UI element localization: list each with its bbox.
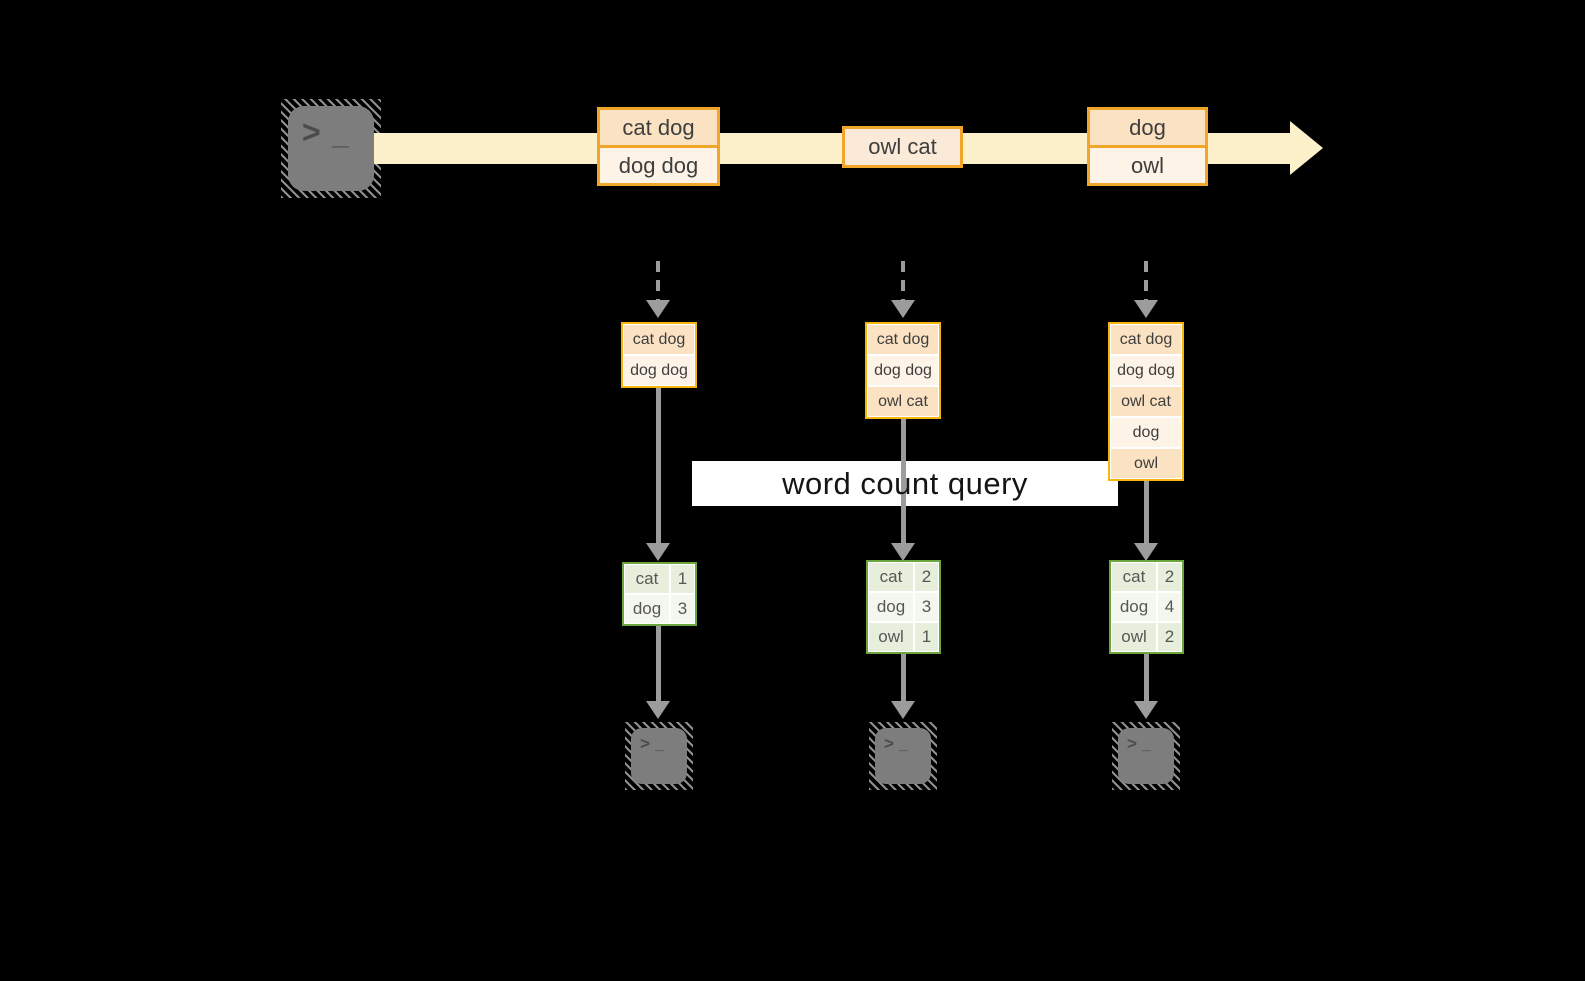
event-cell: dog dog	[600, 148, 717, 183]
terminal-icon: > _	[625, 722, 693, 790]
dashed-arrow	[656, 261, 660, 302]
event-cell: owl cat	[845, 129, 960, 165]
count-cell: 2	[1158, 563, 1181, 591]
buffer-cell: cat dog	[868, 325, 938, 354]
word-cell: cat	[869, 563, 913, 591]
buffer-cell: owl	[1111, 449, 1181, 478]
prompt-chevron-icon: >	[302, 114, 321, 150]
prompt-cursor-icon: _	[655, 736, 664, 753]
prompt-chevron-icon: >	[884, 734, 894, 753]
arrowhead-icon	[646, 543, 670, 561]
stream-event-3: dog owl	[1087, 107, 1208, 186]
count-cell: 4	[1158, 593, 1181, 621]
arrowhead-icon	[891, 300, 915, 318]
arrowhead-icon	[646, 701, 670, 719]
buffer-cell: cat dog	[1111, 325, 1181, 354]
arrow	[1144, 654, 1149, 702]
arrow	[656, 626, 661, 702]
terminal-icon: > _	[1112, 722, 1180, 790]
count-table-1: cat 1 dog 3	[622, 562, 697, 626]
buffer-cell: dog dog	[624, 356, 694, 385]
arrowhead-icon	[891, 701, 915, 719]
arrowhead-icon	[1134, 701, 1158, 719]
arrowhead-icon	[891, 543, 915, 561]
terminal-screen: > _	[875, 728, 931, 784]
prompt-cursor-icon: _	[899, 736, 908, 753]
arrowhead-icon	[646, 300, 670, 318]
arrow	[1144, 481, 1149, 544]
word-cell: cat	[1112, 563, 1156, 591]
buffer-cell: owl cat	[868, 387, 938, 416]
word-cell: dog	[1112, 593, 1156, 621]
event-cell: cat dog	[600, 110, 717, 145]
dashed-arrow	[901, 261, 905, 302]
terminal-screen: > _	[631, 728, 687, 784]
prompt-chevron-icon: >	[640, 734, 650, 753]
count-cell: 2	[915, 563, 938, 591]
buffer-stack-2: cat dog dog dog owl cat	[865, 322, 941, 419]
count-cell: 3	[671, 595, 694, 623]
word-cell: owl	[1112, 623, 1156, 651]
arrow	[901, 419, 906, 544]
arrow	[656, 388, 661, 544]
prompt-cursor-icon: _	[332, 118, 349, 151]
buffer-cell: dog dog	[1111, 356, 1181, 385]
count-cell: 3	[915, 593, 938, 621]
word-cell: dog	[625, 595, 669, 623]
dashed-arrow	[1144, 261, 1148, 302]
buffer-stack-1: cat dog dog dog	[621, 322, 697, 388]
terminal-icon: > _	[281, 99, 381, 198]
buffer-cell: dog	[1111, 418, 1181, 447]
buffer-stack-3: cat dog dog dog owl cat dog owl	[1108, 322, 1184, 481]
word-cell: cat	[625, 565, 669, 593]
query-label: word count query	[782, 465, 1028, 501]
terminal-screen: > _	[288, 106, 374, 191]
count-table-2: cat 2 dog 3 owl 1	[866, 560, 941, 654]
count-table-3: cat 2 dog 4 owl 2	[1109, 560, 1184, 654]
stream-event-1: cat dog dog dog	[597, 107, 720, 186]
prompt-cursor-icon: _	[1142, 736, 1151, 753]
buffer-cell: owl cat	[1111, 387, 1181, 416]
buffer-cell: dog dog	[868, 356, 938, 385]
event-cell: owl	[1090, 148, 1205, 183]
arrowhead-icon	[1134, 300, 1158, 318]
count-cell: 1	[671, 565, 694, 593]
word-cell: dog	[869, 593, 913, 621]
arrow	[901, 654, 906, 702]
terminal-screen: > _	[1118, 728, 1174, 784]
count-cell: 2	[1158, 623, 1181, 651]
count-cell: 1	[915, 623, 938, 651]
prompt-chevron-icon: >	[1127, 734, 1137, 753]
event-cell: dog	[1090, 110, 1205, 145]
stream-arrowhead-icon	[1290, 121, 1323, 175]
stream-event-2: owl cat	[842, 126, 963, 168]
word-cell: owl	[869, 623, 913, 651]
buffer-cell: cat dog	[624, 325, 694, 354]
arrowhead-icon	[1134, 543, 1158, 561]
terminal-icon: > _	[869, 722, 937, 790]
